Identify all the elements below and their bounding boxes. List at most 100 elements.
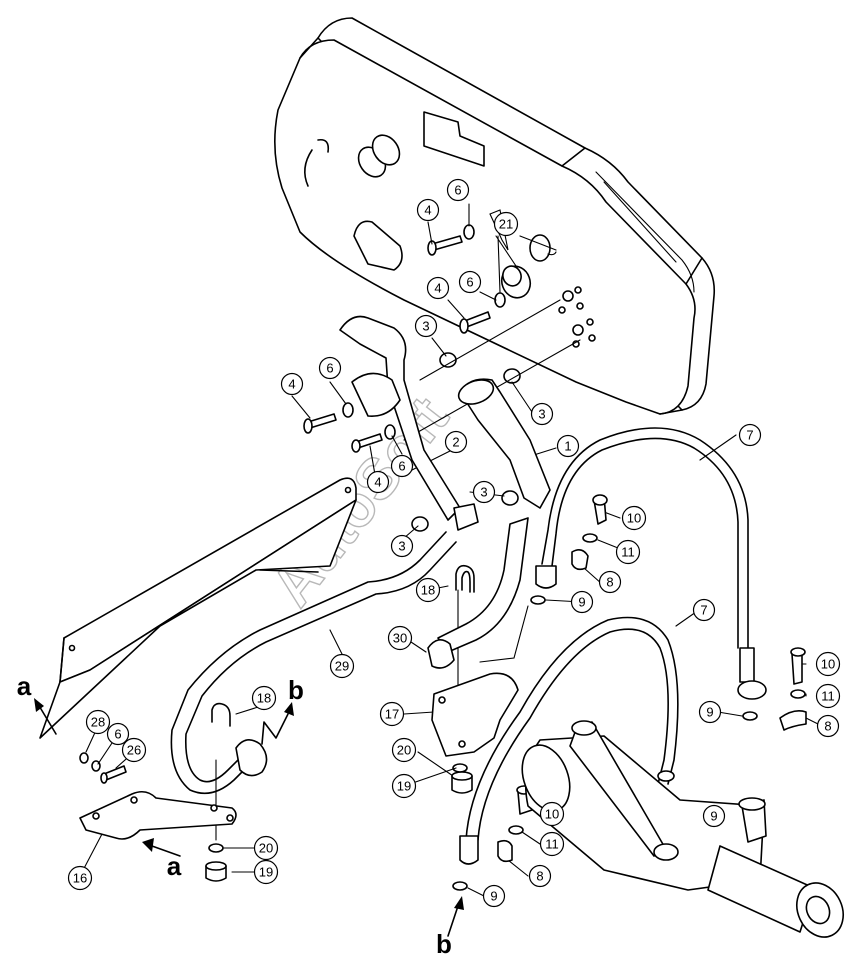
callout-label: 18 <box>257 691 271 706</box>
callout-label: 6 <box>398 459 405 474</box>
callout-part-11: 11 <box>815 683 841 709</box>
callout-label: 17 <box>385 707 399 722</box>
callout-label: 3 <box>480 485 487 500</box>
callout-part-3: 3 <box>414 314 438 338</box>
fittings-part-8-10 <box>497 494 807 863</box>
callout-part-6: 6 <box>458 270 482 294</box>
callout-part-8: 8 <box>528 864 552 888</box>
callout-label: 9 <box>710 809 717 824</box>
callout-part-4: 4 <box>426 276 450 300</box>
callout-part-9: 9 <box>482 884 506 908</box>
callout-label: 26 <box>127 743 141 758</box>
washers <box>79 224 806 891</box>
callout-part-26: 26 <box>121 737 147 763</box>
callout-label: 7 <box>746 428 753 443</box>
callout-part-6: 6 <box>106 722 130 746</box>
bolt-part-4 <box>100 235 491 784</box>
callout-label: 4 <box>288 377 295 392</box>
callout-label: 1 <box>564 439 571 454</box>
hose-part-7 <box>459 427 767 865</box>
callout-part-3: 3 <box>390 534 414 558</box>
hydraulic-cylinder <box>521 720 844 938</box>
callout-part-8: 8 <box>816 714 840 738</box>
callout-label: 9 <box>490 889 497 904</box>
pipe-part-29 <box>170 531 457 795</box>
callout-part-19: 19 <box>391 773 417 799</box>
callout-part-16: 16 <box>67 865 93 891</box>
callout-part-20: 20 <box>391 737 417 763</box>
fuel-tank <box>274 17 716 415</box>
callout-part-18: 18 <box>415 577 441 603</box>
callout-label: 11 <box>621 545 635 560</box>
callout-label: 11 <box>545 837 559 852</box>
callout-part-9: 9 <box>702 804 726 828</box>
callout-part-18: 18 <box>251 685 277 711</box>
callout-label: 6 <box>466 275 473 290</box>
callout-part-3: 3 <box>472 480 496 504</box>
callout-part-3: 3 <box>530 402 554 426</box>
callout-label: 9 <box>578 595 585 610</box>
callout-label: 9 <box>706 705 713 720</box>
callout-label: 20 <box>397 743 411 758</box>
guard-plate <box>39 477 357 739</box>
reference-arrows <box>34 698 464 937</box>
callout-part-19: 19 <box>253 859 279 885</box>
callout-part-7: 7 <box>738 423 762 447</box>
callout-part-4: 4 <box>280 372 304 396</box>
callout-label: 8 <box>536 869 543 884</box>
callout-label: 6 <box>454 183 461 198</box>
callout-part-1: 1 <box>556 434 580 458</box>
callout-part-4: 4 <box>416 198 440 222</box>
callout-part-30: 30 <box>387 625 413 651</box>
ref-letter-b: b <box>288 675 304 705</box>
bracket-part-16 <box>79 790 237 840</box>
hose-part-30 <box>427 517 529 669</box>
callout-part-6: 6 <box>318 356 342 380</box>
callout-part-9: 9 <box>698 700 722 724</box>
ref-letter-b: b <box>436 929 452 959</box>
callout-label: 8 <box>824 719 831 734</box>
ref-letter-a: a <box>167 851 182 881</box>
callout-label: 3 <box>422 319 429 334</box>
callout-label: 28 <box>91 715 105 730</box>
callout-part-21: 21 <box>493 211 519 237</box>
callout-label: 8 <box>606 575 613 590</box>
callout-label: 10 <box>627 511 641 526</box>
callout-part-4: 4 <box>366 470 390 494</box>
callout-label: 4 <box>434 281 441 296</box>
callout-part-17: 17 <box>379 701 405 727</box>
filler-pipe-part-2 <box>339 315 479 531</box>
callout-part-9: 9 <box>570 590 594 614</box>
callout-part-20: 20 <box>253 835 279 861</box>
callout-label: 4 <box>424 203 431 218</box>
callout-label: 4 <box>374 475 381 490</box>
callout-part-11: 11 <box>615 539 641 565</box>
bracket-part-17 <box>431 672 519 757</box>
callout-label: 20 <box>259 841 273 856</box>
callout-part-7: 7 <box>692 598 716 622</box>
callout-label: 18 <box>421 583 435 598</box>
callout-label: 19 <box>259 865 273 880</box>
clamp-part-18 <box>211 564 475 727</box>
callout-part-29: 29 <box>329 653 355 679</box>
callout-label: 7 <box>700 603 707 618</box>
callout-part-10: 10 <box>539 801 565 827</box>
part-21-gauge <box>489 209 532 299</box>
callout-part-6: 6 <box>446 178 470 202</box>
callout-label: 6 <box>326 361 333 376</box>
callout-label: 29 <box>335 659 349 674</box>
callout-part-6: 6 <box>390 454 414 478</box>
callout-label: 3 <box>398 539 405 554</box>
callout-label: 11 <box>821 689 835 704</box>
callout-label: 2 <box>452 435 459 450</box>
callout-label: 10 <box>821 657 835 672</box>
callout-label: 10 <box>545 807 559 822</box>
callout-label: 21 <box>499 217 513 232</box>
callout-label: 3 <box>538 407 545 422</box>
filler-neck-part-1 <box>457 378 551 509</box>
callout-part-8: 8 <box>598 570 622 594</box>
filter-part-19 <box>205 771 473 882</box>
callout-part-2: 2 <box>444 430 468 454</box>
callout-part-10: 10 <box>621 505 647 531</box>
